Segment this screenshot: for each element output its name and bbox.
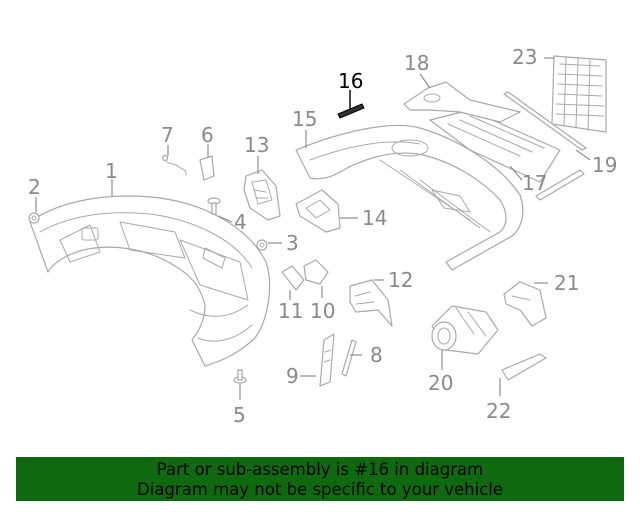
- part-3-grommet: [256, 239, 268, 251]
- part-16-trim-strip: [337, 103, 365, 119]
- part-5-bolt: [233, 369, 247, 384]
- callout-14: 14: [362, 206, 387, 230]
- part-23-mesh-grille: [551, 55, 607, 133]
- callout-18: 18: [404, 51, 429, 75]
- callout-1: 1: [105, 159, 118, 183]
- callout-2: 2: [28, 175, 41, 199]
- info-banner: Part or sub-assembly is #16 in diagram D…: [16, 457, 624, 501]
- callout-7: 7: [161, 123, 174, 147]
- part-7-wire: [161, 154, 187, 176]
- part-18-upper-trim: [403, 81, 521, 123]
- callout-13: 13: [244, 133, 269, 157]
- callout-20: 20: [428, 371, 453, 395]
- part-15-rear-bumper: [295, 124, 524, 271]
- callout-6: 6: [201, 123, 214, 147]
- callout-10: 10: [310, 299, 335, 323]
- parts-diagram: 1 2 3 4 5 6 7 8 9 10 11 12 13 14 15 16 1…: [28, 45, 617, 427]
- leader-lines: [35, 57, 591, 400]
- callout-5: 5: [233, 403, 246, 427]
- callout-22: 22: [486, 399, 511, 423]
- part-11-cover: [281, 265, 305, 291]
- banner-line-1: Part or sub-assembly is #16 in diagram: [156, 460, 484, 479]
- part-22-bracket: [501, 353, 547, 381]
- callout-23: 23: [512, 45, 537, 69]
- callout-4: 4: [234, 210, 247, 234]
- part-20-exhaust-tip: [431, 305, 499, 355]
- part-1-bumper-cover: [29, 195, 271, 367]
- callout-12: 12: [388, 268, 413, 292]
- part-12-duct: [349, 279, 393, 327]
- callout-15: 15: [292, 107, 317, 131]
- callout-19: 19: [592, 153, 617, 177]
- callout-11: 11: [278, 299, 303, 323]
- part-8-strip: [341, 339, 357, 377]
- part-2-clip: [28, 212, 40, 224]
- part-10-cover: [303, 259, 329, 285]
- callout-3: 3: [286, 231, 299, 255]
- part-13-housing: [243, 169, 281, 221]
- part-9-bracket: [319, 333, 335, 387]
- callout-8: 8: [370, 343, 383, 367]
- part-14-mount: [295, 189, 341, 233]
- callout-labels: 1 2 3 4 5 6 7 8 9 10 11 12 13 14 15 16 1…: [28, 45, 617, 427]
- part-19-trim-strip: [503, 91, 587, 201]
- part-4-screw: [207, 197, 221, 215]
- part-21-bracket: [503, 281, 547, 327]
- callout-16: 16: [338, 69, 363, 93]
- callout-9: 9: [286, 364, 299, 388]
- callout-17: 17: [522, 171, 547, 195]
- banner-line-2: Diagram may not be specific to your vehi…: [137, 480, 503, 499]
- callout-21: 21: [554, 271, 579, 295]
- part-6-bracket: [199, 155, 215, 181]
